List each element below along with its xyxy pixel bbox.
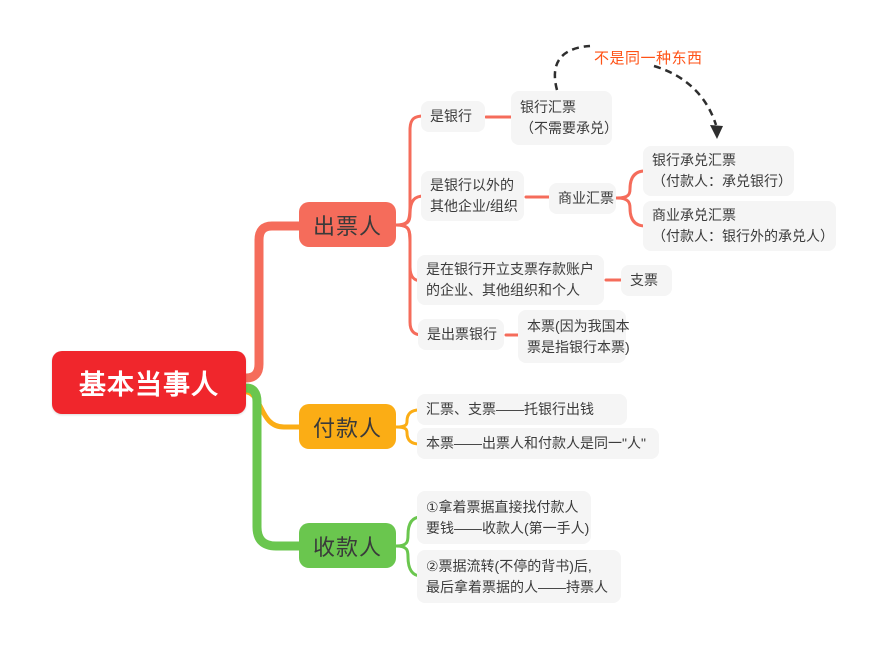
leaf-draft-check-bank-pays[interactable]: 汇票、支票——托银行出钱 (417, 394, 627, 425)
leaf-promissory-note[interactable]: 本票(因为我国本 票是指银行本票) (518, 310, 630, 363)
branch-drawer-label: 出票人 (312, 213, 382, 239)
annotation-label[interactable]: 不是同一种东西 (594, 50, 703, 67)
branch-payee-label: 收款人 (312, 534, 382, 560)
edge-drawer-is-bank (394, 114, 426, 227)
dashed-arrow-left (553, 44, 591, 91)
root-node[interactable]: 基本当事人 (52, 351, 246, 414)
leaf-bank-acceptance-draft[interactable]: 银行承兑汇票 （付款人：承兑银行） (643, 146, 794, 196)
leaf-payee-first-hand[interactable]: ①拿着票据直接找付款人 要钱——收款人(第一手人) (417, 491, 591, 544)
arrowhead-icon (710, 125, 723, 139)
leaf-commercial-acceptance-draft[interactable]: 商业承兑汇票 （付款人：银行外的承兑人） (643, 201, 836, 251)
branch-node-payer[interactable]: 付款人 (299, 404, 396, 449)
branch-payer-label: 付款人 (312, 415, 382, 441)
edge-commercial-to-commercial-acceptance (615, 196, 647, 228)
branch-node-drawer[interactable]: 出票人 (299, 202, 396, 247)
trunk-root-to-payer (244, 389, 303, 430)
trunk-root-to-payee (241, 383, 305, 551)
leaf-note-same-person[interactable]: 本票——出票人和付款人是同一"人" (417, 428, 659, 459)
leaf-is-bank[interactable]: 是银行 (421, 101, 485, 132)
edge-payer-draft-check (394, 408, 421, 429)
leaf-commercial-draft[interactable]: 商业汇票 (549, 183, 616, 214)
leaf-issuing-bank[interactable]: 是出票银行 (418, 319, 504, 350)
branch-node-payee[interactable]: 收款人 (299, 523, 396, 568)
leaf-check[interactable]: 支票 (621, 265, 672, 296)
edge-payer-note-same (394, 425, 421, 446)
leaf-bank-draft[interactable]: 银行汇票 （不需要承兑） (511, 91, 618, 145)
edge-drawer-non-bank-org (394, 194, 426, 227)
edge-commercial-to-bank-acceptance (615, 169, 647, 200)
leaf-non-bank-org[interactable]: 是银行以外的 其他企业/组织 (421, 171, 524, 221)
leaf-holder-after-endorsement[interactable]: ②票据流转(不停的背书)后, 最后拿着票据的人——持票人 (417, 550, 621, 603)
trunk-root-to-drawer (241, 221, 305, 383)
root-label: 基本当事人 (79, 370, 219, 400)
dashed-arrow-right (653, 64, 718, 126)
leaf-check-account-holder[interactable]: 是在银行开立支票存款账户 的企业、其他组织和个人 (417, 255, 604, 305)
